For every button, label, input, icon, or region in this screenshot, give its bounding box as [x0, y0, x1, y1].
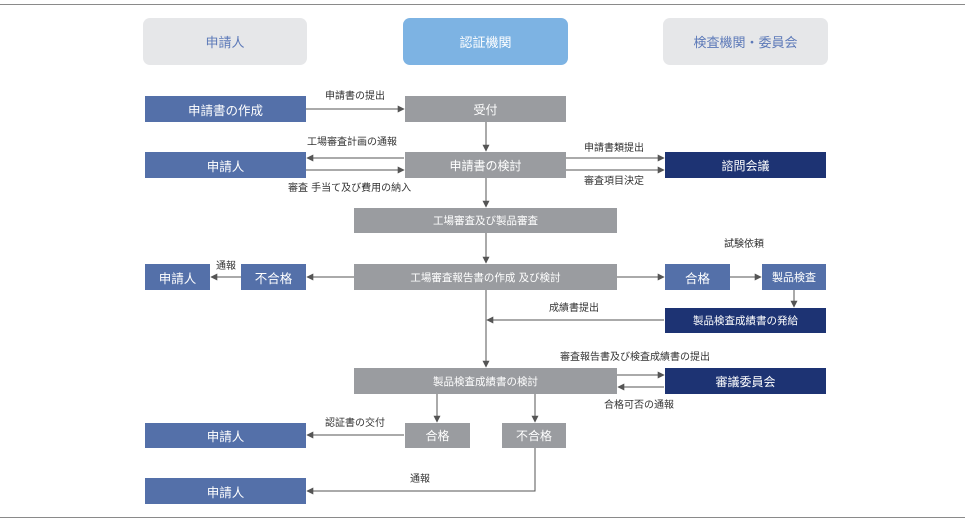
box-applicant-review: 申請人 [145, 152, 306, 178]
top-rule [0, 4, 965, 5]
label-certificate-issue: 認証書の交付 [325, 418, 385, 429]
box-test-report-issue: 製品検査成績書の発給 [665, 308, 826, 333]
label-submit-application: 申請書の提出 [325, 91, 385, 102]
box-applicant-fail-notice: 申請人 [145, 264, 210, 290]
box-product-report-review: 製品検査成績書の検討 [354, 368, 617, 394]
label-submit-audit-and-test-reports: 審査報告書及び検査成績書の提出 [560, 352, 710, 363]
bottom-rule [0, 517, 965, 518]
box-product-test: 製品検査 [762, 264, 826, 290]
label-submit-documents: 申請書類提出 [584, 143, 644, 154]
box-fail-2: 不合格 [502, 423, 566, 448]
box-pass-2: 合格 [405, 423, 470, 448]
label-notice-2: 通報 [410, 474, 430, 485]
box-reception: 受付 [405, 96, 566, 122]
label-submit-test-report: 成績書提出 [549, 303, 599, 314]
label-audit-plan-notice: 工場審査計画の通報 [307, 137, 397, 148]
box-factory-product-audit: 工場審査及び製品審査 [354, 208, 617, 233]
header-inspection-committee: 検査機関・委員会 [663, 18, 828, 65]
label-test-request: 試験依頼 [724, 239, 764, 250]
box-application-create: 申請書の作成 [145, 96, 306, 122]
box-fail-1: 不合格 [241, 264, 306, 290]
label-decide-audit-items: 審査項目決定 [584, 176, 644, 187]
label-audit-fee-payment: 審査 手当て及び費用の納入 [288, 183, 412, 194]
label-pass-fail-notice: 合格可否の通報 [604, 400, 674, 411]
box-pass-1: 合格 [665, 264, 730, 290]
header-applicant: 申請人 [143, 18, 307, 65]
box-advisory-meeting: 諮問会議 [665, 152, 826, 178]
box-applicant-final: 申請人 [145, 478, 306, 504]
box-review-committee: 審議委員会 [665, 368, 826, 394]
label-notice-1: 通報 [216, 261, 236, 272]
box-applicant-cert: 申請人 [145, 423, 306, 448]
box-application-review: 申請書の検討 [405, 152, 566, 178]
header-certification-body: 認証機関 [403, 18, 568, 65]
box-factory-report-review: 工場審査報告書の作成 及び検討 [354, 264, 617, 290]
